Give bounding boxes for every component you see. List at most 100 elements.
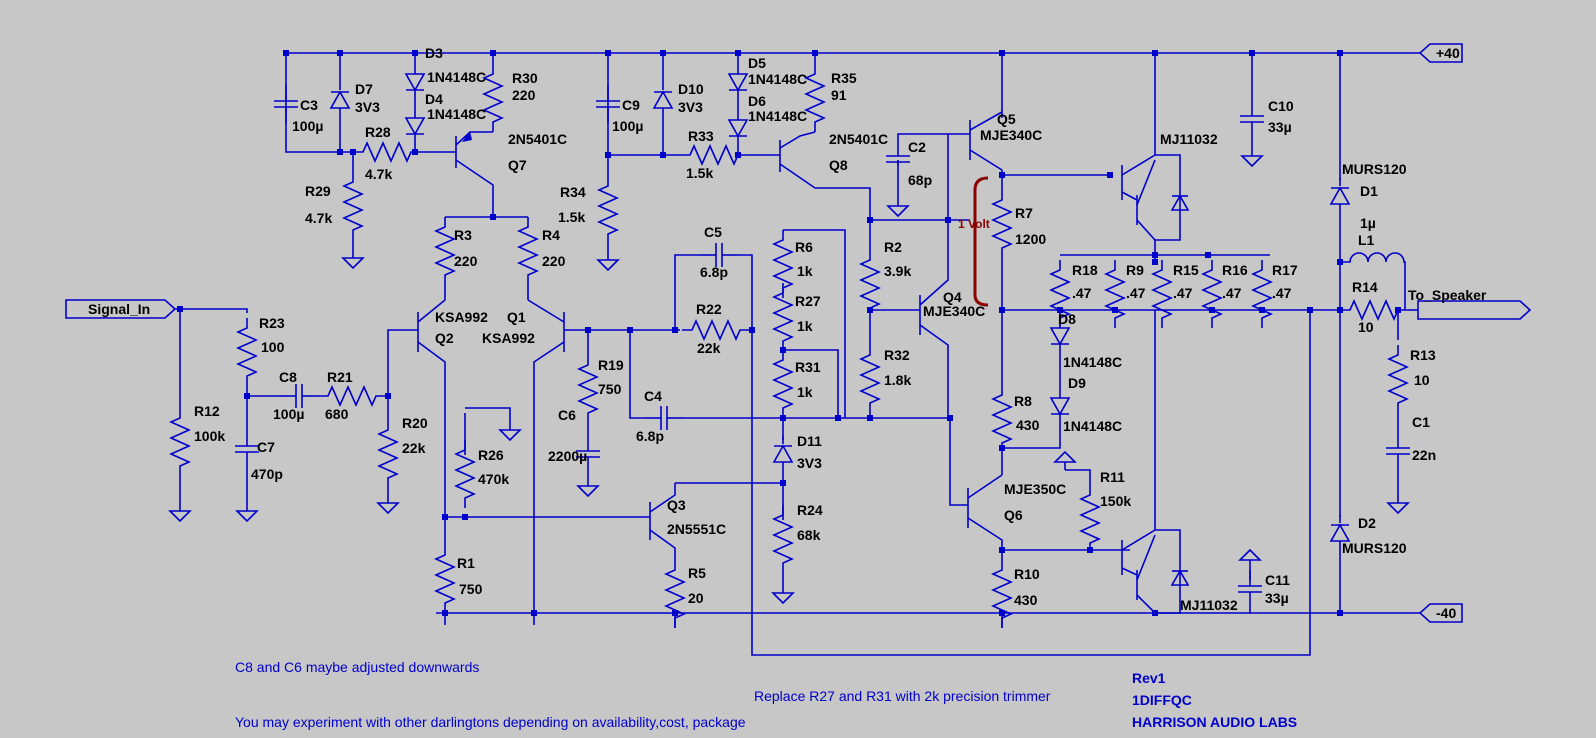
to-speaker-port[interactable]: To_Speaker: [1408, 287, 1532, 320]
val-r20: 22k: [402, 440, 426, 456]
ground-symbol: [1239, 549, 1261, 569]
ground-symbol: [772, 584, 794, 604]
ref-r29: R29: [305, 183, 331, 199]
diode-d1: [1330, 177, 1350, 213]
junction-dot: [1337, 50, 1343, 56]
minus-rail-label: -40: [1436, 605, 1456, 621]
junction-dot: [337, 50, 343, 56]
capacitor-c8: [279, 383, 319, 409]
ref-r1: R1: [457, 555, 475, 571]
ref-d6: D6: [748, 93, 766, 109]
ref-r33: R33: [688, 128, 714, 144]
val-r10: 430: [1014, 592, 1038, 608]
val-l1: 1µ: [1360, 215, 1376, 231]
val-d1: MURS120: [1342, 161, 1407, 177]
ref-r16: R16: [1222, 262, 1248, 278]
val-c2: 68p: [908, 172, 932, 188]
val-d4: 1N4148C: [427, 106, 486, 122]
design-id-label: 1DIFFQC: [1132, 692, 1192, 708]
junction-dot: [1152, 50, 1158, 56]
junction-dot: [735, 152, 741, 158]
junction-dot: [1337, 259, 1343, 265]
ref-r31: R31: [795, 359, 821, 375]
ref-r19: R19: [598, 357, 624, 373]
ref-r5: R5: [688, 565, 706, 581]
resistor-r8: [992, 384, 1012, 454]
val-r16: .47: [1222, 285, 1242, 301]
resistor-r11: [1080, 484, 1100, 554]
val-d7: 3V3: [355, 99, 380, 115]
ref-d3: D3: [425, 45, 443, 61]
val-q1: KSA992: [482, 330, 535, 346]
ref-c10: C10: [1268, 98, 1294, 114]
plus-rail-port[interactable]: +40: [1418, 43, 1463, 63]
val-r21: 680: [325, 406, 349, 422]
ref-l1: L1: [1358, 232, 1375, 248]
ref-r34: R34: [560, 184, 586, 200]
junction-dot: [627, 327, 633, 333]
val-c8: 100µ: [273, 406, 304, 422]
val-r27: 1k: [797, 318, 813, 334]
ref-r17: R17: [1272, 262, 1298, 278]
resistor-r23: [237, 317, 257, 387]
resistor-r30: [483, 63, 503, 133]
val-q7: 2N5401C: [508, 131, 567, 147]
resistor-r21: [317, 386, 387, 406]
val-r32: 1.8k: [884, 372, 911, 388]
val-r34: 1.5k: [558, 209, 585, 225]
ref-r2: R2: [884, 239, 902, 255]
junction-dot: [660, 152, 666, 158]
zener-d7: [330, 81, 350, 117]
company-label: HARRISON AUDIO LABS: [1132, 714, 1297, 730]
minus-rail-port[interactable]: -40: [1418, 603, 1463, 623]
ref-r24: R24: [797, 502, 823, 518]
ground-symbol: [499, 421, 521, 441]
junction-dot: [867, 307, 873, 313]
resistor-r20: [378, 419, 398, 489]
ground-symbol: [1387, 494, 1409, 514]
capacitor-c10: [1239, 99, 1265, 139]
junction-dot: [947, 415, 953, 421]
junction-dot: [780, 480, 786, 486]
capacitor-c4: [644, 405, 684, 431]
val-c5: 6.8p: [700, 264, 728, 280]
revision-label: Rev1: [1132, 670, 1166, 686]
val-r5: 20: [688, 590, 704, 606]
ref-r20: R20: [402, 415, 428, 431]
transistor-q4: [919, 220, 949, 418]
transistor-q7: [455, 131, 494, 217]
capacitor-c7: [234, 429, 260, 469]
ref-d11: D11: [797, 433, 822, 449]
ref-q6: Q6: [1004, 507, 1023, 523]
signal-in-port[interactable]: Signal_In: [65, 299, 177, 319]
val-r18: .47: [1072, 285, 1092, 301]
val-r19: 750: [598, 381, 622, 397]
ref-r18: R18: [1072, 262, 1098, 278]
transistor-q5: [969, 111, 1003, 171]
resistor-r22: [681, 320, 751, 340]
diode-d4: [405, 109, 425, 145]
resistor-r9: [1105, 259, 1125, 329]
junction-dot: [1249, 50, 1255, 56]
val-r14: 10: [1358, 319, 1374, 335]
ref-r14: R14: [1352, 279, 1378, 295]
ref-c7: C7: [257, 439, 275, 455]
ref-r13: R13: [1410, 347, 1436, 363]
schematic-notes: C8 and C6 maybe adjusted downwards Repla…: [235, 659, 1297, 730]
ref-r7: R7: [1015, 205, 1033, 221]
val-r23: 100: [261, 339, 285, 355]
junction-dot: [735, 50, 741, 56]
val-r13: 10: [1414, 372, 1430, 388]
resistor-r12: [170, 407, 190, 477]
junction-dot: [672, 327, 678, 333]
ref-c11: C11: [1265, 572, 1290, 588]
bias-voltage-annotation: 1 Volt: [958, 217, 990, 231]
val-c7: 470p: [251, 466, 283, 482]
output-stage-bottom: [949, 310, 1263, 629]
junction-dot: [1205, 252, 1211, 258]
val-d2: MURS120: [1342, 540, 1407, 556]
junction-dot: [1337, 307, 1343, 313]
output-stage-top: [947, 53, 1265, 310]
resistor-r26: [455, 439, 475, 509]
val-r33: 1.5k: [686, 165, 713, 181]
